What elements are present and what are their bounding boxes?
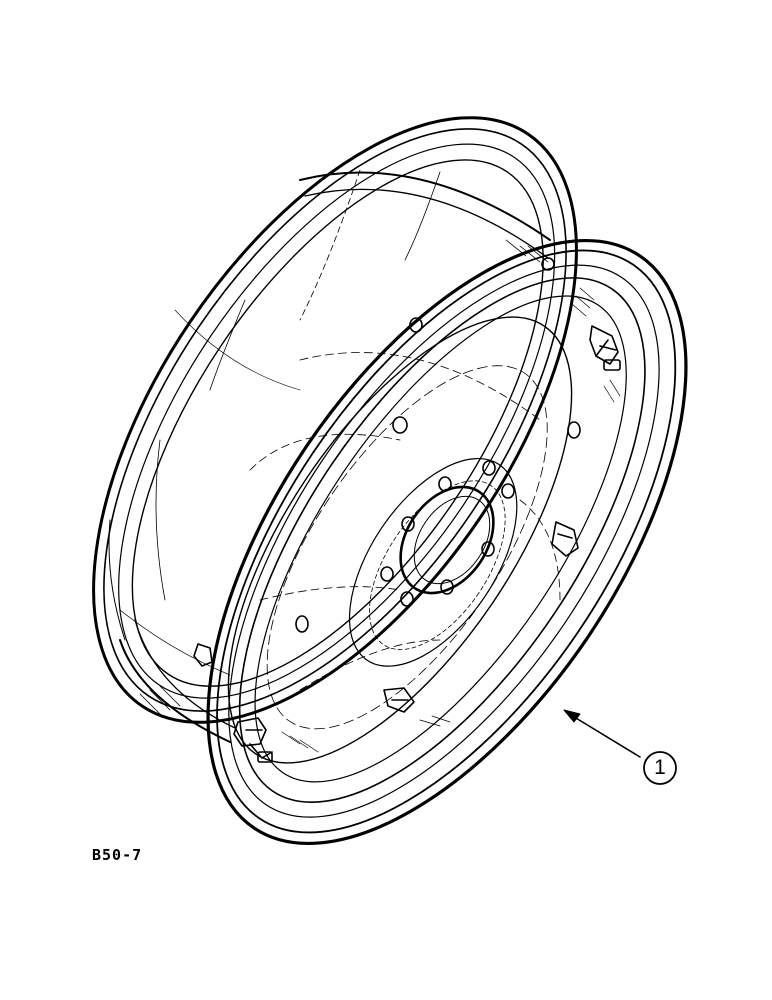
centre-hub: [399, 485, 495, 595]
rim-drum: [108, 169, 551, 743]
stud-holes: [380, 460, 515, 607]
callout-1-leader: [563, 709, 641, 758]
rear-rim-flange: [92, 116, 578, 724]
figure-code: B50-7: [92, 846, 143, 864]
callout-1-circle: [643, 751, 677, 785]
disc-mounting-holes: [295, 257, 581, 633]
disc-contour-lines: [249, 352, 561, 691]
rim-hatching: [281, 287, 621, 753]
callout-1-label: 1: [654, 756, 666, 779]
front-rim-flange: [206, 238, 688, 846]
rim-clamps: [193, 325, 621, 763]
wheel-disc: [227, 316, 573, 764]
